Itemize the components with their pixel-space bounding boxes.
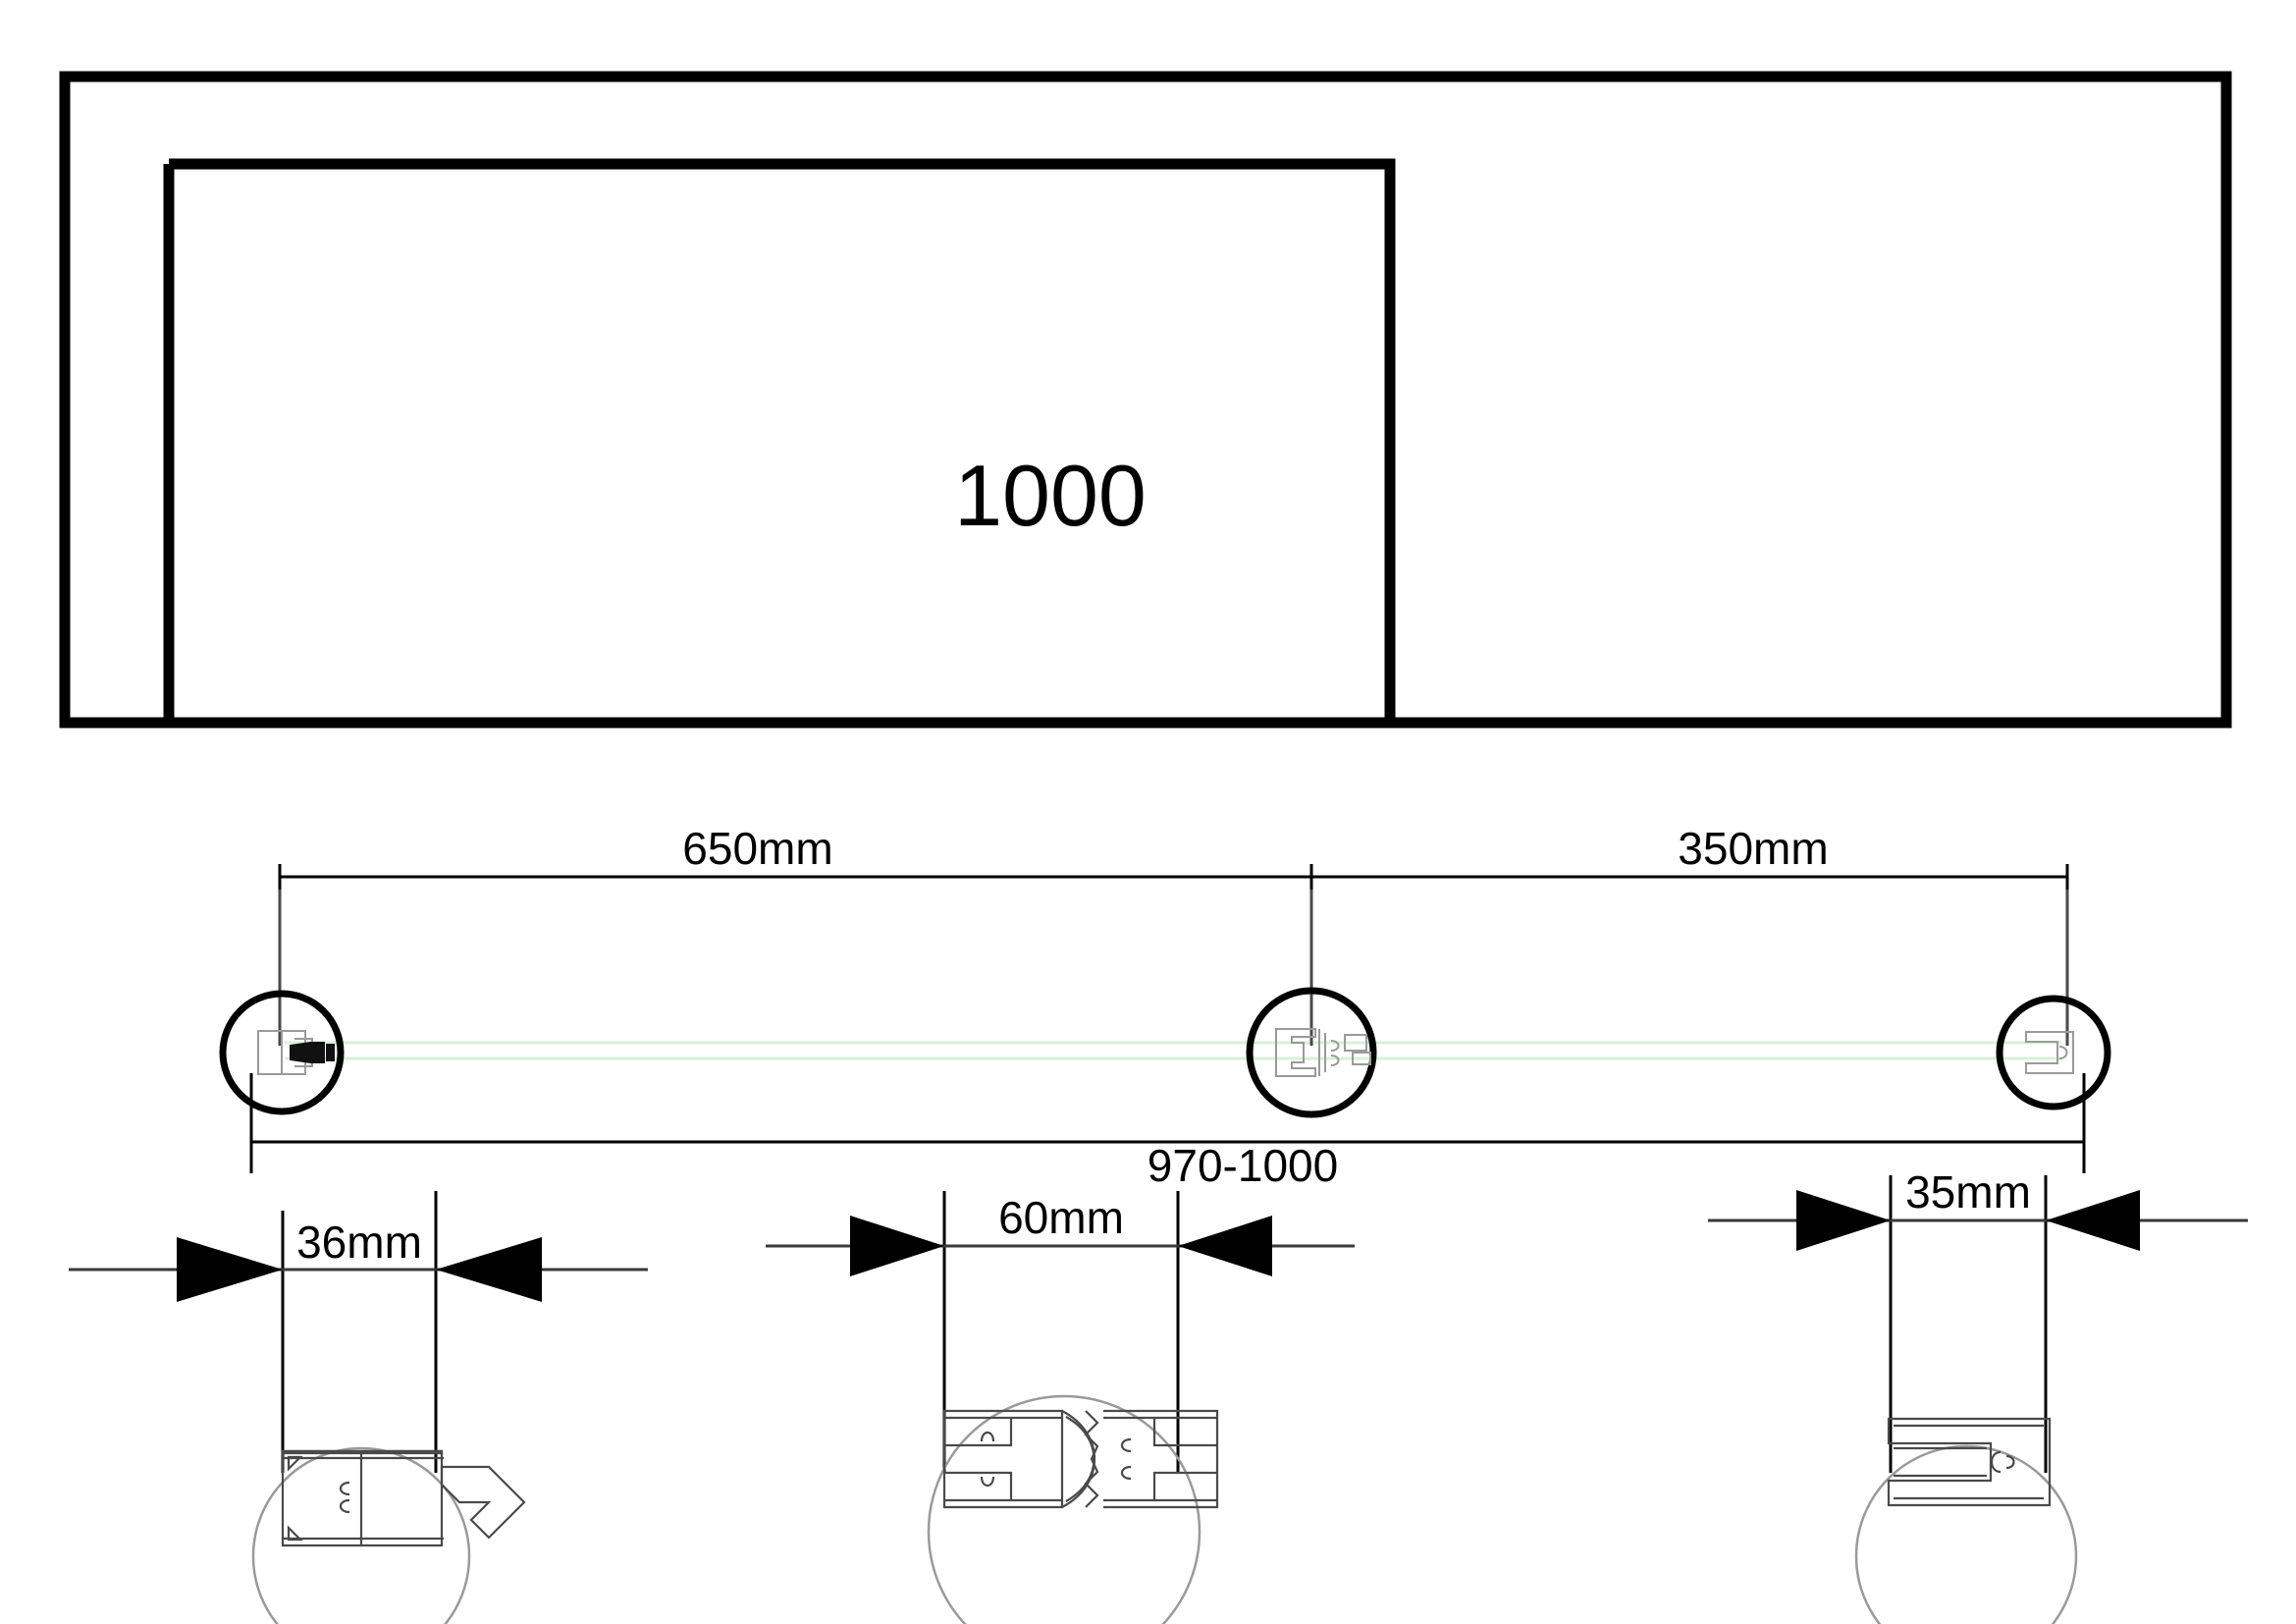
- detail-left-arrow-right: [436, 1237, 542, 1302]
- right-channel-profile-mini: [2025, 1031, 2074, 1074]
- detail-circle-right-elevation: [1996, 995, 2111, 1110]
- detail-center-arrow-right: [1178, 1216, 1272, 1276]
- detail-block-center: 60mm: [766, 1191, 1355, 1624]
- overall-size-label: 1000: [954, 447, 1147, 544]
- left-seal-dark: [290, 1041, 335, 1064]
- detail-center-arrow-left: [850, 1216, 944, 1276]
- detail-right-label: 35mm: [1905, 1166, 2031, 1218]
- detail-right-arrow-right: [2046, 1190, 2140, 1251]
- detail-left-label: 36mm: [296, 1217, 422, 1268]
- enclosure-inner-panel: [163, 158, 1396, 727]
- detail-circle-left-elevation: [219, 990, 345, 1115]
- detail-right-circle: [1854, 1444, 2078, 1624]
- left-wall-profile: [281, 1449, 526, 1547]
- detail-center-label: 60mm: [998, 1192, 1124, 1243]
- detail-left-circle: [251, 1446, 471, 1624]
- detail-block-left: 36mm: [69, 1191, 648, 1624]
- enclosure-outer-frame: [59, 71, 2232, 729]
- detail-center-circle: [927, 1394, 1201, 1624]
- dimension-label-650: 650mm: [682, 823, 832, 874]
- detail-left-arrow-left: [177, 1237, 283, 1302]
- detail-block-right: 35mm: [1708, 1166, 2248, 1624]
- detail-circle-center-elevation: [1246, 987, 1377, 1118]
- detail-right-arrow-left: [1796, 1190, 1891, 1251]
- center-post-profile: [942, 1409, 1219, 1509]
- dimension-label-350: 350mm: [1678, 823, 1828, 874]
- center-post-profile-mini: [1275, 1028, 1371, 1077]
- right-channel-profile: [1887, 1417, 2052, 1507]
- dimension-label-overall: 970-1000: [1148, 1140, 1338, 1191]
